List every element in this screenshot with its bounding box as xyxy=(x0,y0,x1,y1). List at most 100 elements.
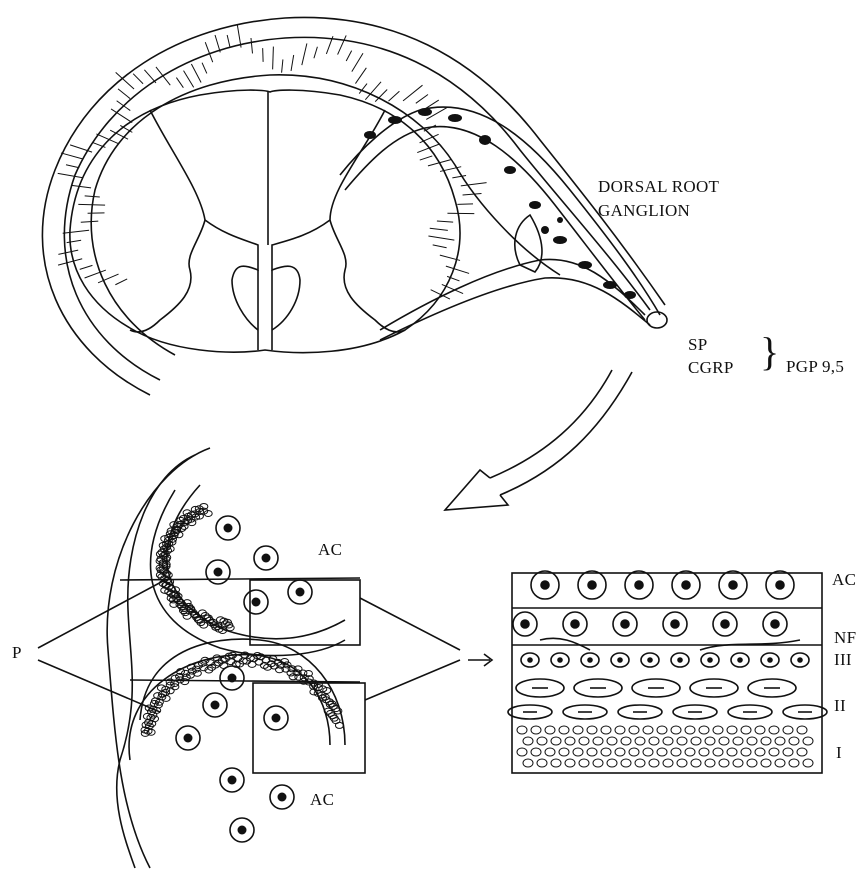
inset-cell-nucleus xyxy=(771,620,779,628)
inset-layer1-cell xyxy=(747,737,757,745)
cell-nucleus xyxy=(262,554,271,563)
hatch-stroke xyxy=(365,82,381,100)
inset-layer1-cell xyxy=(523,759,533,767)
inset-layer1-cell xyxy=(769,726,779,734)
hatch-stroke xyxy=(63,230,89,233)
inset-layer1-cell xyxy=(657,748,667,756)
stipple xyxy=(193,670,201,676)
brace-symbol: } xyxy=(760,332,779,372)
pgp-label: PGP 9,5 xyxy=(786,358,844,375)
dorsal-root-label-1: DORSAL ROOT xyxy=(598,178,719,195)
inset-layer1-cell xyxy=(761,759,771,767)
inset-layer1-cell xyxy=(587,726,597,734)
inset-layer1-cell xyxy=(719,759,729,767)
inset-layer1-cell xyxy=(579,737,589,745)
sp-label: SP xyxy=(688,336,708,353)
inset-layer3-nucleus xyxy=(768,658,772,662)
hatch-stroke xyxy=(85,196,100,197)
inset-layer1-cell xyxy=(593,759,603,767)
cartilage-layers-inset xyxy=(508,571,827,773)
inset-layer1-cell xyxy=(615,726,625,734)
inset-iii-label: III xyxy=(834,651,852,668)
cell-nucleus xyxy=(252,598,261,607)
inset-layer1-cell xyxy=(677,759,687,767)
stipple xyxy=(335,722,343,728)
inset-layer1-cell xyxy=(635,759,645,767)
inset-layer1-cell xyxy=(783,726,793,734)
inset-layer3-nucleus xyxy=(678,658,682,662)
inset-layer1-cell xyxy=(727,726,737,734)
hatch-stroke xyxy=(417,144,439,153)
inset-layer1-cell xyxy=(797,748,807,756)
cell-nucleus xyxy=(184,734,193,743)
inset-cell-nucleus xyxy=(621,620,629,628)
hatch-stroke xyxy=(78,204,105,205)
inset-layer3-nucleus xyxy=(738,658,742,662)
inset-layer1-cell xyxy=(523,737,533,745)
inset-ac-label: AC xyxy=(832,571,856,588)
nerve-fiber xyxy=(540,638,590,650)
cell-nucleus xyxy=(211,701,220,710)
stipple xyxy=(183,613,191,619)
inset-layer1-cell xyxy=(629,726,639,734)
inset-cell-nucleus xyxy=(729,581,737,589)
hatch-stroke xyxy=(403,85,422,101)
inset-layer1-cell xyxy=(783,748,793,756)
cgrp-label: CGRP xyxy=(688,359,734,376)
inset-layer1-cell xyxy=(621,759,631,767)
inset-layer1-cell xyxy=(803,759,813,767)
inset-layer1-cell xyxy=(727,748,737,756)
inset-layer1-cell xyxy=(531,726,541,734)
inset-layer1-cell xyxy=(545,748,555,756)
spinal-cord-cross-section xyxy=(42,17,667,395)
inset-layer1-cell xyxy=(789,759,799,767)
cell-nucleus xyxy=(228,674,237,683)
hatch-stroke xyxy=(452,176,466,178)
inset-layer1-cell xyxy=(649,737,659,745)
inset-layer1-cell xyxy=(691,759,701,767)
inset-layer1-cell xyxy=(587,748,597,756)
inset-layer1-cell xyxy=(733,737,743,745)
inset-layer1-cell xyxy=(621,737,631,745)
hatch-stroke xyxy=(273,47,274,70)
hatch-stroke xyxy=(420,134,439,142)
hatch-stroke xyxy=(461,183,487,186)
inset-layer1-cell xyxy=(671,748,681,756)
inset-layer1-cell xyxy=(699,748,709,756)
ac-bottom-label: AC xyxy=(310,791,334,808)
inset-ii-label: II xyxy=(834,697,846,714)
hatch-stroke xyxy=(215,35,220,52)
hatch-stroke xyxy=(227,35,230,47)
inset-layer1-cell xyxy=(663,759,673,767)
inset-layer1-cell xyxy=(685,748,695,756)
hatch-stroke xyxy=(156,67,170,85)
inset-layer3-nucleus xyxy=(618,658,622,662)
inset-cell-nucleus xyxy=(682,581,690,589)
inset-layer1-cell xyxy=(635,737,645,745)
hatch-stroke xyxy=(463,194,482,195)
inset-layer1-cell xyxy=(615,748,625,756)
inset-layer1-cell xyxy=(579,759,589,767)
hatch-stroke xyxy=(81,221,99,222)
inset-layer1-cell xyxy=(601,748,611,756)
hatch-stroke xyxy=(338,35,347,54)
hatch-stroke xyxy=(302,43,307,65)
inset-layer1-cell xyxy=(705,759,715,767)
inset-layer3-nucleus xyxy=(558,658,562,662)
inset-layer3-nucleus xyxy=(708,658,712,662)
inset-layer1-cell xyxy=(551,759,561,767)
hatch-stroke xyxy=(61,153,82,159)
hatch-stroke xyxy=(428,236,454,240)
inset-layer1-cell xyxy=(657,726,667,734)
hatch-stroke xyxy=(176,78,183,88)
inset-layer1-cell xyxy=(607,759,617,767)
hatch-stroke xyxy=(388,91,399,101)
inset-layer3-nucleus xyxy=(588,658,592,662)
inset-layer1-cell xyxy=(719,737,729,745)
inset-layer3-nucleus xyxy=(798,658,802,662)
inset-layer1-cell xyxy=(537,759,547,767)
inset-layer1-cell xyxy=(741,748,751,756)
inset-layer1-cell xyxy=(761,737,771,745)
hatch-stroke xyxy=(144,70,156,83)
